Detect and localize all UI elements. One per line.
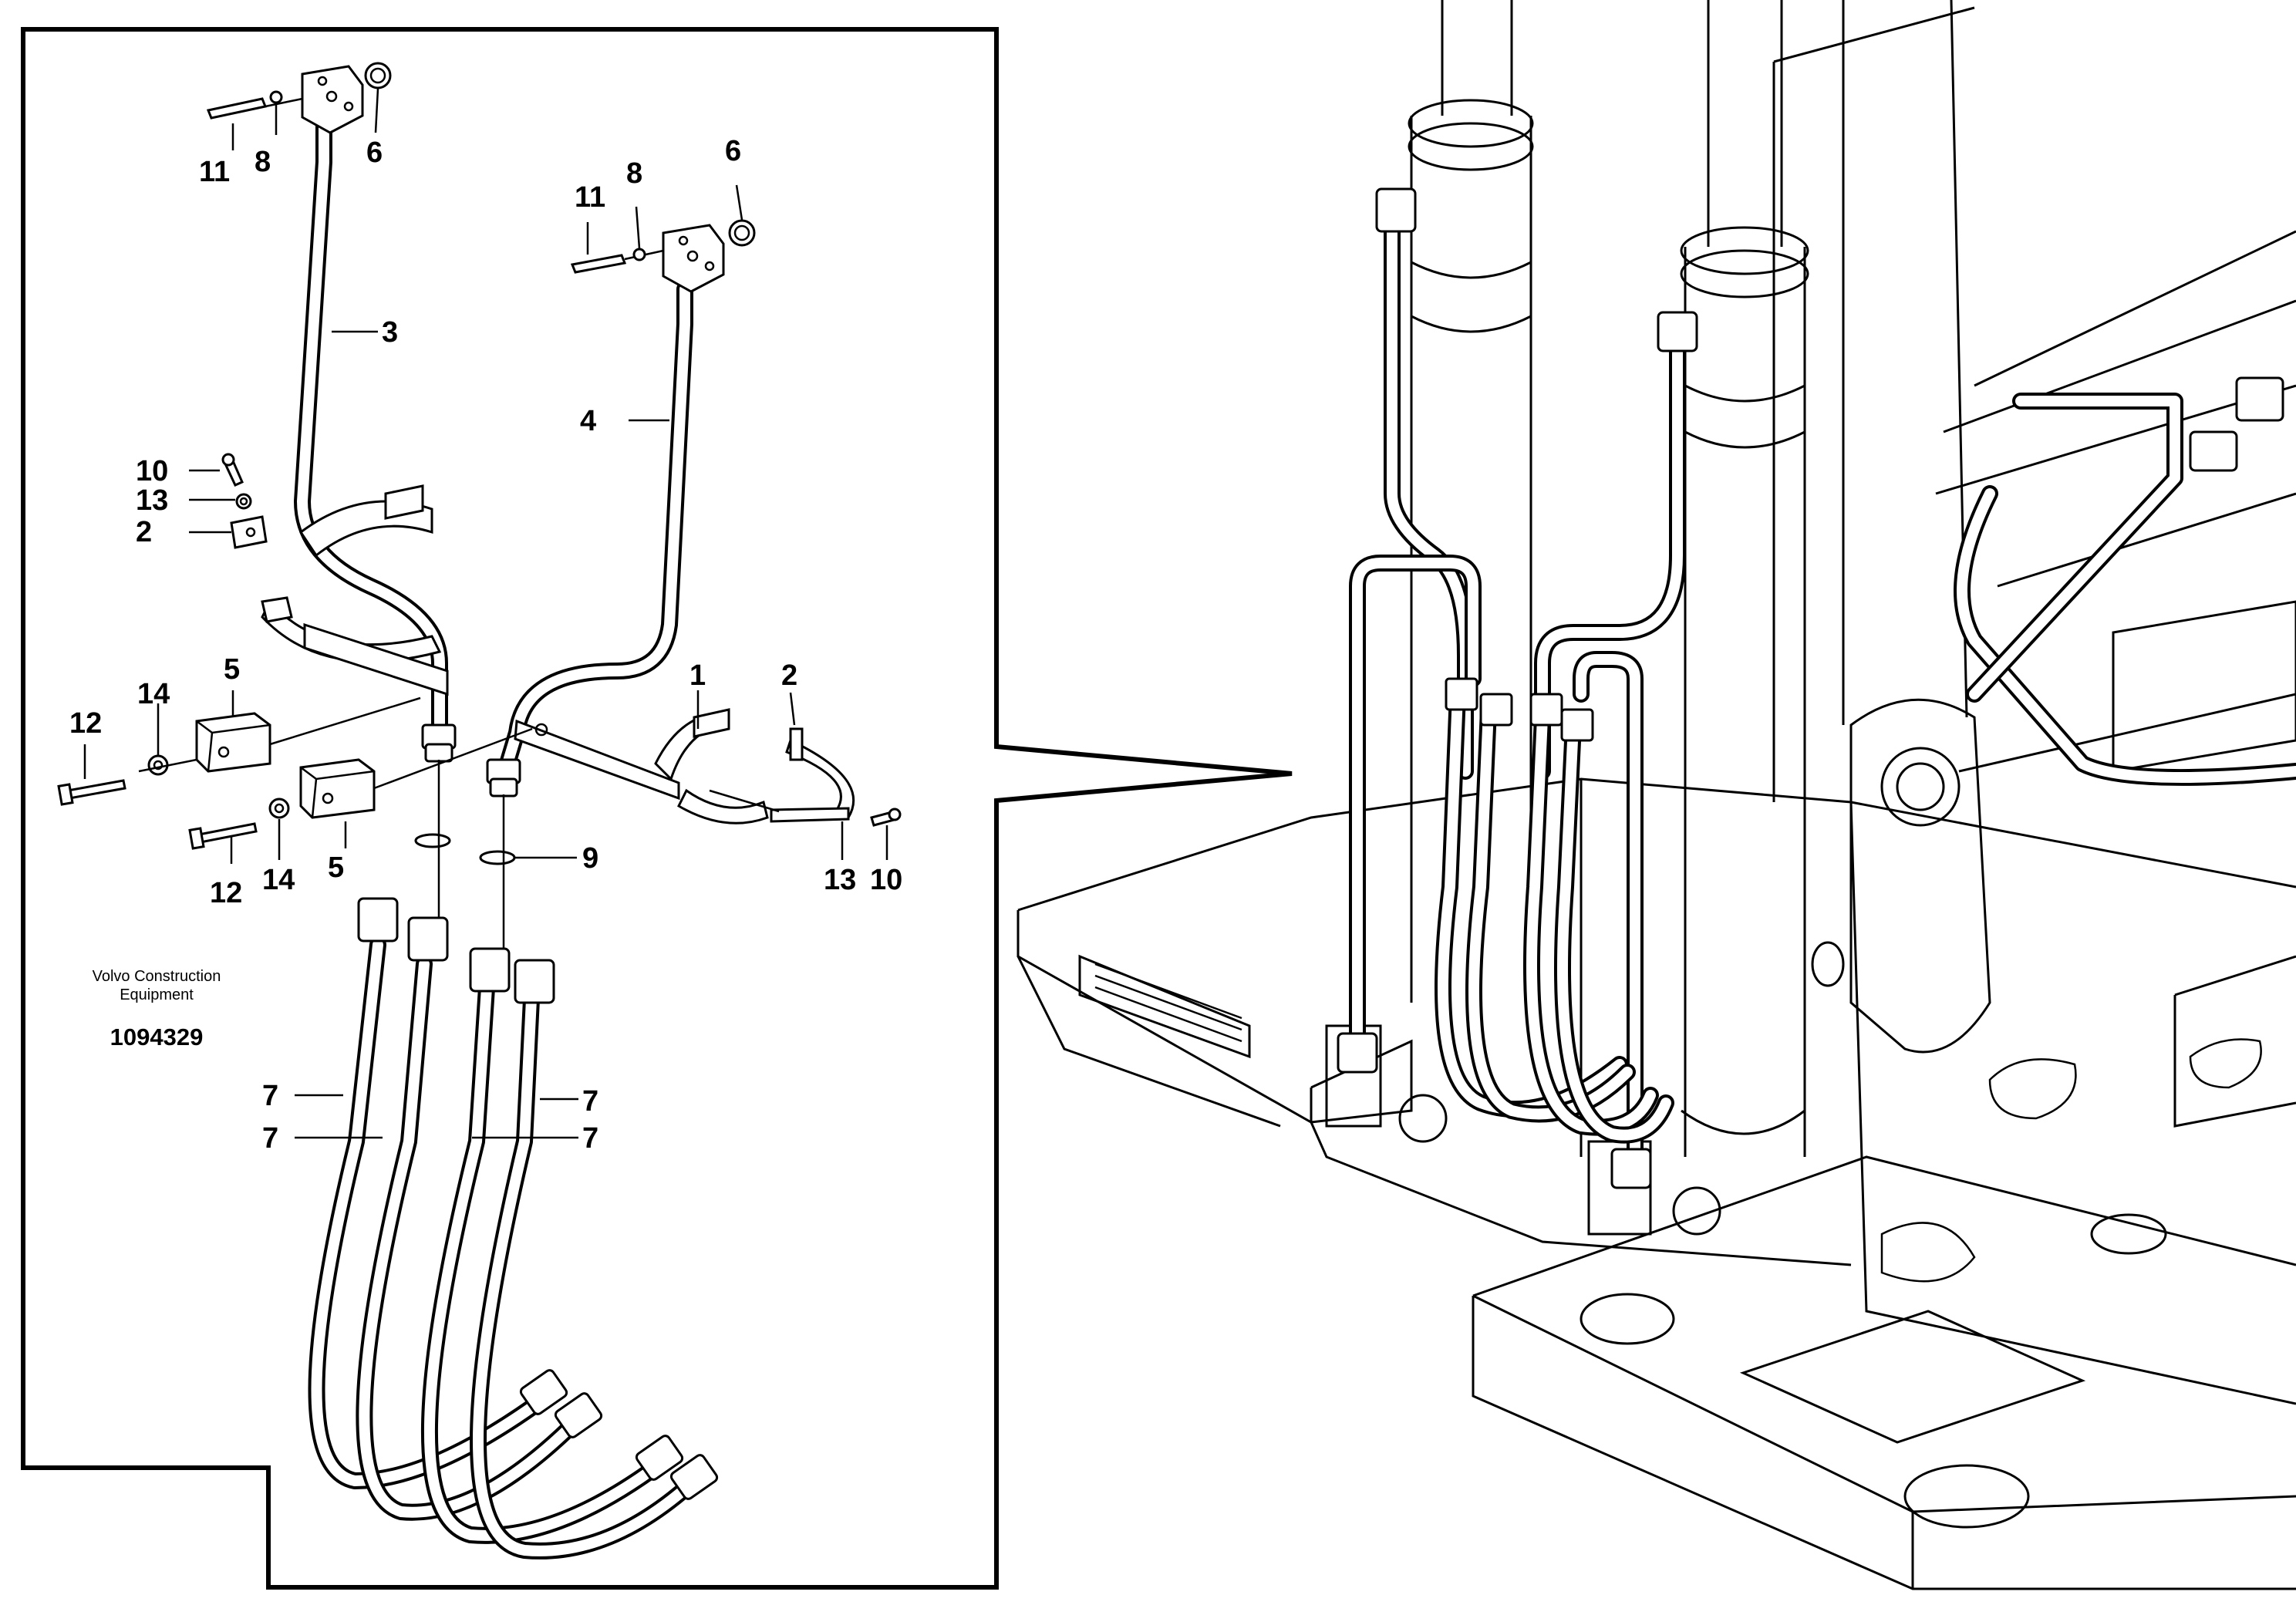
label-9: 9 (582, 842, 598, 875)
label-5-upper: 5 (224, 653, 240, 686)
block-5-upper (195, 712, 271, 773)
label-13-right: 13 (824, 864, 856, 896)
block-5-lower (299, 758, 376, 819)
label-3: 3 (382, 316, 398, 349)
bolt-10-right (870, 808, 902, 827)
bolt-11-upper (206, 90, 303, 120)
label-2-left: 2 (136, 516, 152, 548)
label-11-upper: 11 (199, 156, 230, 188)
plate-2-left (230, 515, 293, 623)
bolt-12-lower (188, 798, 290, 850)
pipe-4 (497, 281, 693, 780)
label-1: 1 (689, 659, 706, 692)
flange-head-upper (301, 65, 364, 134)
label-14-lower: 14 (262, 864, 295, 896)
clamp-2-right (770, 727, 855, 823)
label-10-right: 10 (870, 864, 902, 896)
label-6-upper: 6 (366, 137, 383, 169)
label-4: 4 (580, 405, 596, 437)
label-2-right: 2 (781, 659, 797, 692)
bolt-12-upper (57, 754, 169, 806)
label-8-lower: 8 (626, 157, 642, 190)
clamp-bar-1 (514, 708, 769, 824)
hoses-7 (308, 897, 719, 1560)
label-7-lower-right: 7 (582, 1122, 598, 1155)
pipe-fittings (421, 723, 521, 798)
label-14-upper: 14 (137, 678, 170, 710)
company-name-line2: Equipment (120, 986, 194, 1003)
o-ring-lower (728, 219, 756, 247)
label-8-upper: 8 (255, 146, 271, 178)
bolt-10-left (221, 453, 252, 510)
caption: Volvo Construction Equipment 1094329 (93, 968, 221, 1050)
o-rings-9 (414, 833, 516, 865)
label-10-left: 10 (136, 455, 168, 487)
label-12-upper: 12 (69, 707, 102, 740)
flange-head-lower (662, 224, 725, 293)
machine-hydraulic-lines (1337, 187, 2296, 1189)
o-ring-upper (364, 62, 392, 89)
part-labels: 11 8 6 3 4 11 8 6 10 13 2 5 14 12 1 2 13… (69, 135, 902, 1155)
company-name-line1: Volvo Construction (93, 968, 221, 985)
leader-lines (83, 88, 888, 1139)
label-13-left: 13 (136, 484, 168, 517)
detail-frame (21, 27, 1293, 1590)
label-11-lower: 11 (575, 181, 605, 214)
saddle-clamp (261, 484, 449, 696)
label-7-lower-left: 7 (262, 1122, 278, 1155)
bolt-11-lower (570, 248, 664, 274)
label-7-upper-right: 7 (582, 1085, 598, 1118)
label-5-lower: 5 (328, 851, 344, 884)
drawing-number: 1094329 (110, 1023, 204, 1050)
label-7-upper-left: 7 (262, 1080, 278, 1112)
machine-overview (1017, 0, 2296, 1590)
label-12-lower: 12 (210, 877, 242, 909)
assembly-lines (138, 696, 780, 953)
label-6-lower: 6 (725, 135, 741, 167)
